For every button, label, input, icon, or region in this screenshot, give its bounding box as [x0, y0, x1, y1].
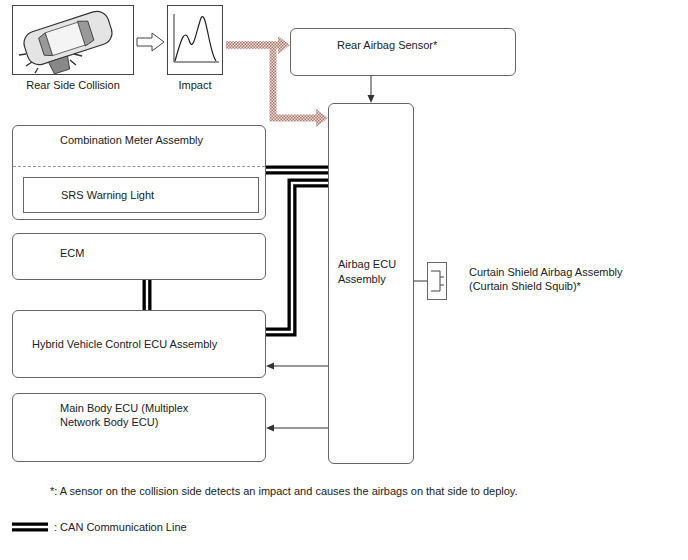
ecu-box: Airbag ECU Assembly — [328, 103, 414, 464]
legend-sample — [12, 520, 48, 534]
box-label: SRS Warning Light — [61, 188, 250, 202]
can-line-gap — [266, 169, 328, 171]
arrow-head — [266, 363, 274, 370]
graph-axes — [174, 14, 219, 62]
caption: Rear Side Collision — [26, 78, 120, 92]
box-label: Airbag ECU Assembly — [338, 257, 409, 286]
box-label: Rear Airbag Sensor* — [337, 38, 507, 52]
illustration-frame: Impact — [167, 5, 223, 75]
can-line-sample — [12, 523, 48, 532]
connector — [266, 425, 328, 432]
impact-sparks — [19, 54, 82, 73]
hollow-arrow — [137, 33, 164, 51]
impact-curve — [175, 17, 216, 61]
signal-line — [274, 366, 328, 367]
box-label: ECM — [60, 246, 257, 260]
car-collision-illustration — [19, 8, 119, 80]
legend-text: : CAN Communication Line — [54, 520, 187, 534]
box-label: Main Body ECU (Multiplex Network Body EC… — [60, 401, 210, 430]
squib-symbol — [428, 263, 446, 299]
car-top-view — [21, 8, 119, 80]
squib-outline — [431, 271, 444, 291]
can-line-outer — [266, 183, 328, 332]
can-line — [147, 280, 148, 310]
can-line — [266, 183, 328, 332]
can-line-gap — [146, 280, 148, 310]
impact-graph — [174, 14, 219, 62]
arrow-head — [278, 36, 290, 54]
can-line-gap — [12, 526, 48, 528]
connector — [414, 281, 427, 282]
can-line-outer — [266, 166, 328, 175]
arrow-head — [266, 425, 274, 432]
signal-line — [274, 428, 328, 429]
connector — [368, 76, 375, 103]
can-line-outer — [143, 280, 152, 310]
arrow-head — [368, 95, 375, 103]
impact-object — [49, 56, 72, 75]
warning-light-box: SRS Warning Light — [23, 177, 259, 213]
divider-line — [13, 166, 265, 167]
component-box: ECM — [12, 233, 266, 280]
can-line — [266, 170, 328, 171]
footnote-holder: *: A sensor on the collision side detect… — [50, 484, 518, 498]
component-box: Hybrid Vehicle Control ECU Assembly — [12, 310, 266, 378]
connector — [266, 363, 328, 370]
squib-connector: Curtain Shield Airbag Assembly (Curtain … — [427, 262, 447, 300]
sensor-box: Rear Airbag Sensor* — [290, 28, 516, 76]
footnote: *: A sensor on the collision side detect… — [50, 484, 518, 498]
signal-line — [414, 281, 427, 282]
roof — [45, 22, 85, 55]
signal-line — [371, 76, 372, 95]
connector — [137, 33, 164, 51]
box-label: Combination Meter Assembly — [60, 133, 257, 147]
box-label: Hybrid Vehicle Control ECU Assembly — [32, 337, 257, 351]
component-box: Main Body ECU (Multiplex Network Body EC… — [12, 393, 266, 462]
legend: : CAN Communication Line — [12, 520, 187, 534]
arrow-head — [316, 109, 328, 127]
illustration-frame: Rear Side Collision — [12, 5, 134, 75]
box-label: Curtain Shield Airbag Assembly (Curtain … — [469, 265, 647, 294]
caption: Impact — [178, 78, 211, 92]
can-line-gap — [266, 183, 328, 332]
component-box: Combination Meter AssemblySRS Warning Li… — [12, 125, 266, 220]
